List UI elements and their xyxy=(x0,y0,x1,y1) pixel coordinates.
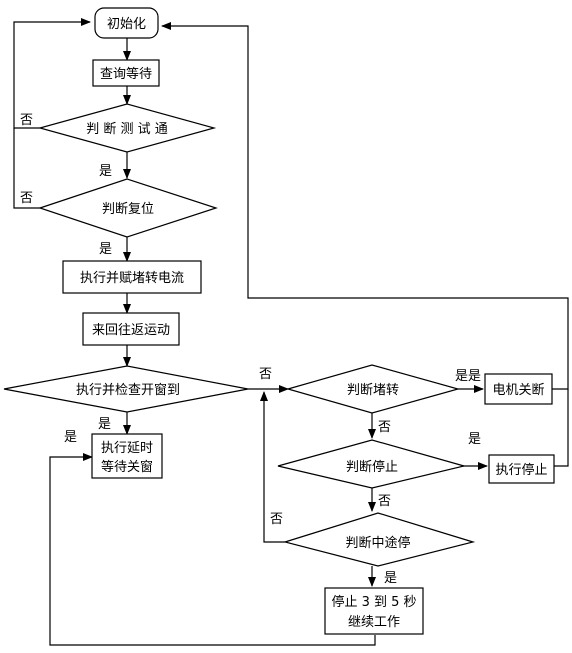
label-stop-no: 否 xyxy=(378,494,391,509)
node-motor-off-label: 电机关断 xyxy=(492,383,544,398)
edge-exec-stop-back xyxy=(554,389,569,467)
label-stop-yes: 是 xyxy=(468,432,481,447)
decision-exec-check-open-label: 执行并检查开窗到 xyxy=(76,382,180,398)
label-stall-yes: 是是 xyxy=(455,369,481,384)
edge-reset-no-loop xyxy=(13,128,40,209)
edge-pause-back xyxy=(49,453,376,646)
label-stall-no: 否 xyxy=(378,420,391,435)
node-init-label: 初始化 xyxy=(107,17,146,32)
decision-exec-check-open: 执行并检查开窗到 xyxy=(3,365,249,413)
label-reset-no: 否 xyxy=(20,191,33,206)
node-exec-stall-current: 执行并赋堵转电流 xyxy=(62,260,202,294)
decision-judge-midway-label: 判断中途停 xyxy=(345,535,410,551)
node-motor-off: 电机关断 xyxy=(484,373,553,405)
label-test-yes: 是 xyxy=(99,164,112,179)
decision-judge-stop-label: 判断停止 xyxy=(346,459,398,475)
decision-judge-stall: 判断堵转 xyxy=(285,364,461,414)
node-pause-line2: 继续工作 xyxy=(348,615,400,630)
node-exec-stall-current-label: 执行并赋堵转电流 xyxy=(80,271,184,286)
label-check-yes-2: 是 xyxy=(64,430,77,445)
label-midway-no: 否 xyxy=(270,512,283,527)
node-exec-delay: 执行延时 等待关窗 xyxy=(91,433,163,479)
node-exec-stop: 执行停止 xyxy=(488,454,555,484)
node-pause-line1: 停止 3 到 5 秒 xyxy=(331,594,416,610)
edge-test-no-loop xyxy=(13,18,91,129)
node-exec-stop-label: 执行停止 xyxy=(495,462,547,478)
decision-judge-stall-label: 判断堵转 xyxy=(347,383,399,398)
node-exec-delay-line2: 等待关窗 xyxy=(101,459,153,475)
label-test-no: 否 xyxy=(20,113,33,128)
label-reset-yes: 是 xyxy=(99,242,112,257)
node-query-wait: 查询等待 xyxy=(92,59,160,87)
node-reciprocate-label: 来回往返运动 xyxy=(92,323,170,338)
edge-motor-off-back xyxy=(161,22,569,390)
node-query-wait-label: 查询等待 xyxy=(100,66,152,82)
flow-connectors xyxy=(13,18,569,646)
node-pause-continue: 停止 3 到 5 秒 继续工作 xyxy=(324,587,424,635)
node-exec-delay-line1: 执行延时 xyxy=(101,441,153,456)
node-init: 初始化 xyxy=(94,7,159,39)
decision-judge-stop: 判断停止 xyxy=(277,439,467,489)
decision-judge-midway: 判断中途停 xyxy=(282,512,476,567)
node-reciprocate: 来回往返运动 xyxy=(82,312,180,346)
decision-judge-test: 判 断 测 试 通 xyxy=(37,103,217,153)
label-check-no: 否 xyxy=(259,367,272,382)
label-check-yes-1: 是 xyxy=(98,417,111,432)
decision-judge-reset: 判断复位 xyxy=(38,178,218,238)
edge-labels: 否 是 否 是 是 是 否 是是 否 是 否 否 是 xyxy=(20,113,481,586)
label-midway-yes: 是 xyxy=(384,571,397,586)
decision-judge-reset-label: 判断复位 xyxy=(102,202,154,217)
edge-midway-no-loop xyxy=(260,391,285,543)
decision-judge-test-label: 判 断 测 试 通 xyxy=(86,122,168,137)
